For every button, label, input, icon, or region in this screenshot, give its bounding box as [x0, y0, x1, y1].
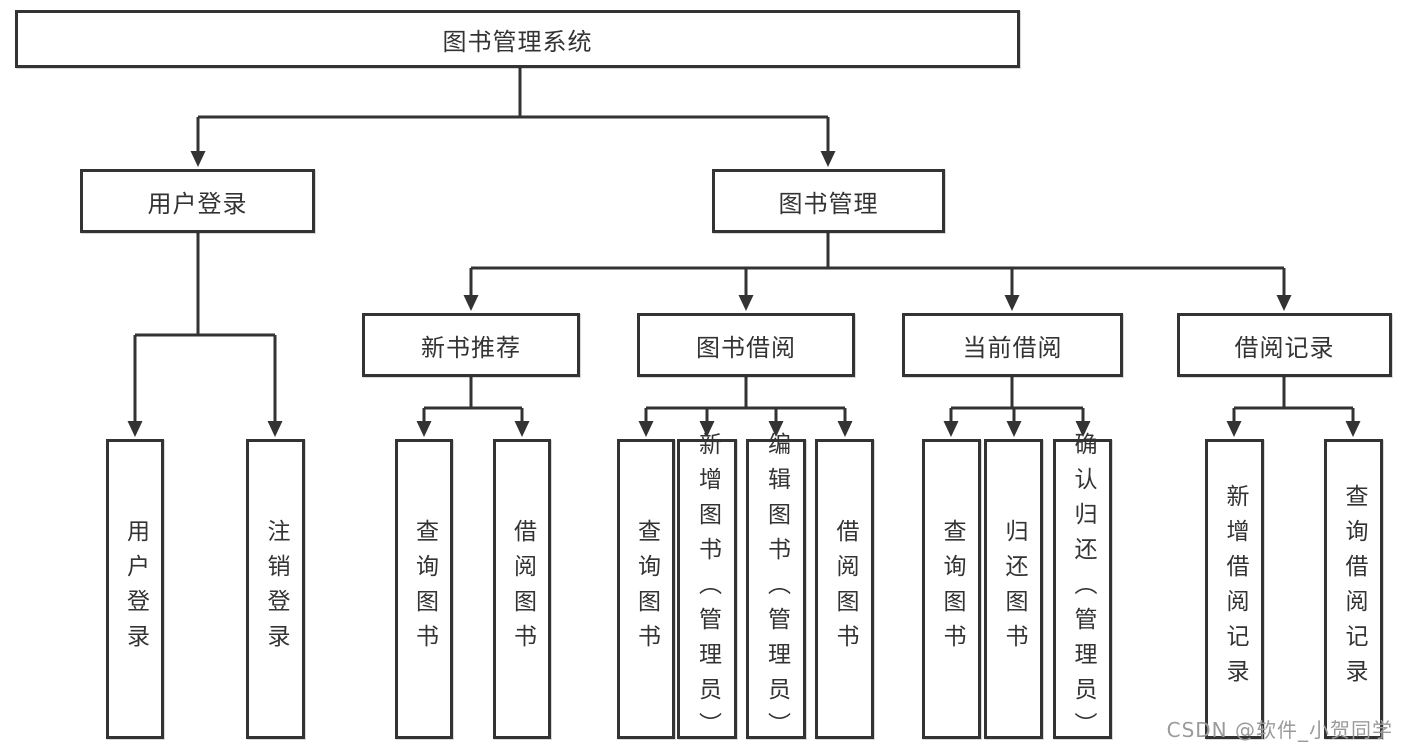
node-label: 图书管理系统 — [442, 27, 593, 56]
leaf-add-borrow-record: 新增借阅记录 — [1205, 439, 1264, 739]
leaf-label: 用户登录 — [122, 519, 149, 659]
node-book-management: 图书管理 — [712, 169, 945, 233]
leaf-borrow-books: 借阅图书 — [815, 439, 874, 739]
leaf-user-login: 用户登录 — [106, 439, 164, 739]
leaf-label: 注销登录 — [263, 519, 289, 659]
leaf-add-books-admin: 新增图书（管理员） — [677, 432, 737, 747]
leaf-edit-books-admin: 编辑图书（管理员） — [746, 432, 806, 747]
leaf-label: 借阅图书 — [509, 519, 536, 659]
leaf-return-books: 归还图书 — [984, 439, 1043, 739]
leaf-logout: 注销登录 — [246, 439, 305, 739]
leaf-label: 新增图书（管理员） — [694, 431, 721, 747]
node-label: 图书管理 — [778, 189, 879, 218]
leaf-label: 查询图书 — [411, 519, 438, 659]
arrowheads — [127, 151, 1361, 437]
node-new-book-recommend: 新书推荐 — [362, 313, 580, 377]
leaf-label: 查询图书 — [939, 519, 965, 659]
leaf-label: 查询借阅记录 — [1341, 484, 1367, 694]
leaf-label: 归还图书 — [1001, 519, 1027, 659]
node-label: 借阅记录 — [1234, 333, 1335, 362]
csdn-watermark: CSDN @软件_小贺同学 — [1166, 718, 1393, 742]
node-root-library-system: 图书管理系统 — [15, 10, 1020, 68]
node-label: 新书推荐 — [421, 333, 521, 362]
node-book-borrow: 图书借阅 — [637, 313, 855, 377]
node-label: 当前借阅 — [962, 333, 1063, 362]
node-borrow-records: 借阅记录 — [1177, 313, 1392, 377]
leaf-query-books-current: 查询图书 — [922, 439, 981, 739]
leaf-borrow-books-recommend: 借阅图书 — [493, 439, 551, 739]
node-current-borrow: 当前借阅 — [902, 313, 1123, 377]
leaf-query-books-borrow: 查询图书 — [617, 439, 675, 739]
leaf-label: 新增借阅记录 — [1222, 484, 1248, 694]
node-user-login: 用户登录 — [80, 169, 315, 233]
leaf-label: 借阅图书 — [832, 519, 858, 659]
leaf-confirm-return-admin: 确认归还（管理员） — [1053, 432, 1112, 747]
leaf-label: 查询图书 — [633, 519, 660, 659]
leaf-query-books-recommend: 查询图书 — [395, 439, 453, 739]
node-label: 图书借阅 — [696, 333, 796, 362]
leaf-label: 确认归还（管理员） — [1070, 431, 1096, 747]
node-label: 用户登录 — [147, 189, 248, 218]
leaf-query-borrow-record: 查询借阅记录 — [1324, 439, 1383, 739]
leaf-label: 编辑图书（管理员） — [763, 431, 790, 747]
